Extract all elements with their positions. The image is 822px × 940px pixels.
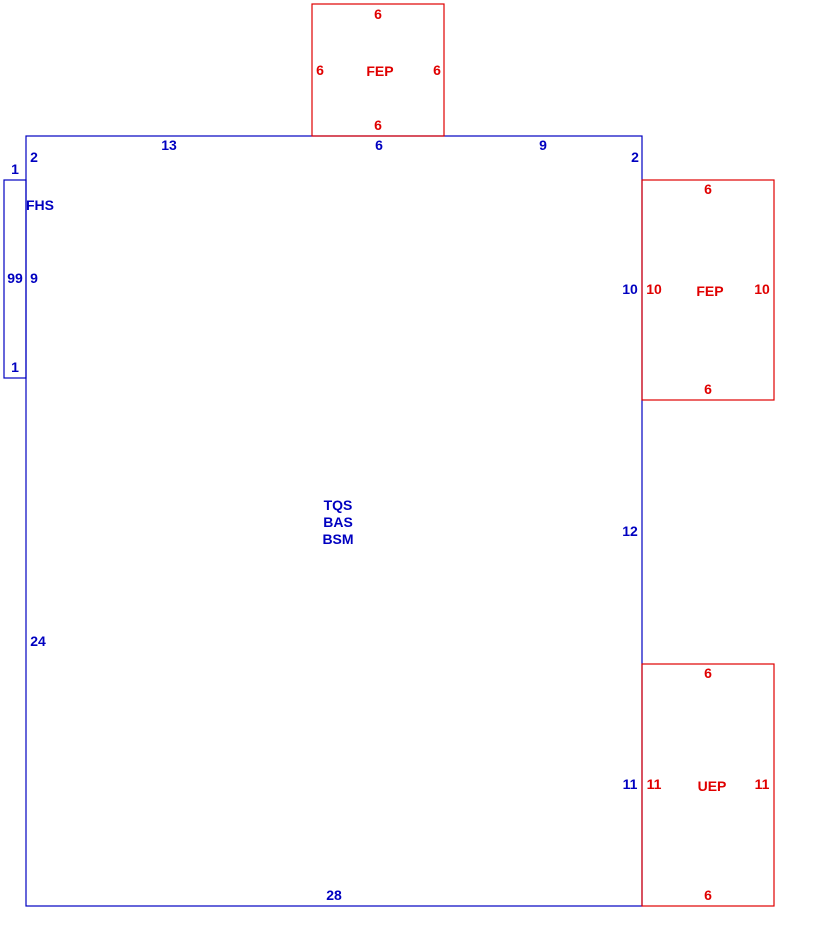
dim-top-right-corner: 2	[631, 149, 639, 165]
main-label-tqs: TQS	[324, 497, 353, 513]
fep-right-dim-top: 6	[704, 181, 712, 197]
fhs-dim-side: 99	[7, 270, 23, 286]
fhs-outline	[3, 179, 27, 379]
dim-left-lower-segment: 24	[30, 633, 46, 649]
fhs-label: FHS	[26, 197, 54, 213]
main-label-bas: BAS	[323, 514, 353, 530]
fep-top-dim-bottom: 6	[374, 117, 382, 133]
fhs-dim-top: 1	[11, 161, 19, 177]
fep-top-dim-right: 6	[433, 62, 441, 78]
dim-left-upper-segment: 9	[30, 270, 38, 286]
fep-right-dim-bottom: 6	[704, 381, 712, 397]
main-label-bsm: BSM	[322, 531, 353, 547]
fep-right-outline	[641, 179, 775, 401]
fep-top-label: FEP	[366, 63, 393, 79]
fep-top-dim-left: 6	[316, 62, 324, 78]
fep-top-section: FEP 6 6 6 6	[311, 3, 445, 137]
dim-bottom: 28	[326, 887, 342, 903]
dim-right-middle-segment: 12	[622, 523, 638, 539]
fep-right-dim-left: 10	[646, 281, 662, 297]
uep-outline	[641, 663, 775, 907]
uep-section: UEP 6 6 11 11	[641, 663, 775, 907]
fep-top-outline	[311, 3, 445, 137]
uep-dim-bottom: 6	[704, 887, 712, 903]
fep-right-label: FEP	[696, 283, 723, 299]
dim-top-middle-segment: 6	[375, 137, 383, 153]
dim-top-left-segment: 13	[161, 137, 177, 153]
fep-top-dim-top: 6	[374, 6, 382, 22]
uep-dim-top: 6	[704, 665, 712, 681]
fhs-dim-bottom: 1	[11, 359, 19, 375]
uep-dim-left: 11	[647, 776, 662, 792]
fhs-section: FHS 1 99 1	[3, 161, 54, 379]
uep-label: UEP	[698, 778, 727, 794]
uep-dim-right: 11	[755, 776, 770, 792]
main-structure: TQS BAS BSM 13 6 9 2 2 9 24 10 12 11 28	[25, 135, 643, 907]
fep-right-section: FEP 6 6 10 10	[641, 179, 775, 401]
dim-right-upper-segment: 10	[622, 281, 638, 297]
fep-right-dim-right: 10	[754, 281, 770, 297]
dim-top-right-segment: 9	[539, 137, 547, 153]
dim-top-left-corner: 2	[30, 149, 38, 165]
dim-right-lower-segment: 11	[623, 776, 638, 792]
